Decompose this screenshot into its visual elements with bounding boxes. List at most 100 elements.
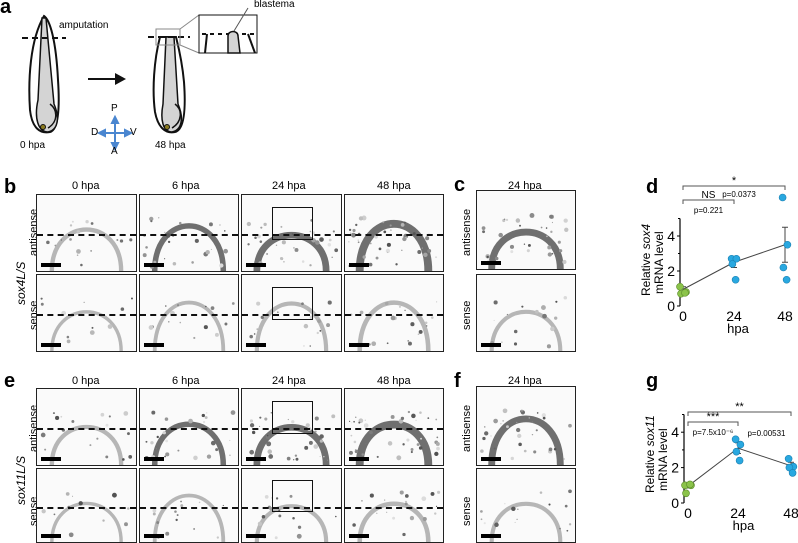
scale-bar bbox=[481, 457, 501, 461]
chart-d-y-tick-label: 2 bbox=[667, 263, 675, 279]
scale-bar bbox=[349, 343, 369, 347]
micrograph-e-sense-1 bbox=[139, 468, 239, 543]
micrograph-e-antisense-0 bbox=[36, 388, 137, 466]
amputation-line bbox=[37, 314, 136, 316]
chart-g-data-point bbox=[682, 489, 690, 498]
chart-g-significance-stars: ** bbox=[735, 401, 744, 413]
micrograph-b-sense-0 bbox=[36, 274, 137, 352]
panel-letter-g: g bbox=[646, 370, 659, 392]
chart-d-data-point bbox=[676, 282, 684, 291]
micrograph-b-sense-3 bbox=[344, 274, 444, 352]
chart-d-x-label: hpa bbox=[727, 321, 749, 336]
chart-d-data-point bbox=[783, 240, 792, 249]
amputation-line bbox=[242, 428, 341, 430]
amputation-line bbox=[37, 507, 136, 509]
chart-g-data-point bbox=[784, 454, 793, 463]
micrograph-c-antisense bbox=[476, 190, 576, 270]
chart-d-y-label: Relative sox4 bbox=[639, 224, 653, 296]
micrograph-e-sense-0 bbox=[36, 468, 137, 543]
amputation-label: amputation bbox=[59, 20, 109, 31]
amputation-line bbox=[242, 314, 341, 316]
f-col: 24 hpa bbox=[508, 375, 542, 387]
chart-d-x-tick-label: 0 bbox=[679, 308, 687, 324]
scale-bar bbox=[144, 263, 164, 267]
micrograph-b-antisense-2 bbox=[241, 194, 342, 272]
amputation-line bbox=[345, 234, 443, 236]
blastema-inset bbox=[198, 7, 258, 54]
scale-bar bbox=[246, 263, 266, 267]
chart-g-data-point bbox=[732, 447, 741, 456]
chart-g-x-label: hpa bbox=[733, 518, 755, 533]
scale-bar bbox=[144, 343, 164, 347]
amputation-line bbox=[345, 314, 443, 316]
e-col-1: 6 hpa bbox=[172, 375, 200, 387]
chart-g-significance-stars: *** bbox=[707, 411, 721, 423]
axis-a: A bbox=[111, 146, 118, 157]
amputation-line bbox=[242, 234, 341, 236]
inset-box bbox=[272, 400, 313, 434]
chart-g-data-point bbox=[788, 469, 797, 477]
chart-d-data-point bbox=[778, 193, 787, 202]
scale-bar bbox=[246, 343, 266, 347]
chart-d-y-tick-label: 4 bbox=[667, 228, 675, 244]
e-col-0: 0 hpa bbox=[72, 375, 100, 387]
stage-48-label: 48 hpa bbox=[155, 140, 186, 151]
b-col-3: 48 hpa bbox=[377, 180, 411, 192]
chart-g-data-point bbox=[731, 435, 740, 444]
amputation-line bbox=[140, 234, 238, 236]
micrograph-e-antisense-1 bbox=[139, 388, 239, 466]
stage-0-label: 0 hpa bbox=[20, 140, 46, 151]
chart-g-x-tick-label: 0 bbox=[684, 505, 692, 521]
micrograph-e-sense-2 bbox=[241, 468, 342, 543]
chart-g-x-tick-label: 24 bbox=[730, 505, 746, 521]
e-col-2: 24 hpa bbox=[272, 375, 306, 387]
panel-letter-a: a bbox=[0, 0, 12, 18]
amputation-line bbox=[140, 507, 238, 509]
chart-d-y-tick-label: 0 bbox=[667, 298, 675, 314]
panel-letter-c: c bbox=[454, 174, 466, 196]
scale-bar bbox=[144, 457, 164, 461]
axis-d: D bbox=[91, 127, 99, 138]
chart-g-p-value: p=7.5x10⁻⁶ bbox=[693, 428, 734, 437]
amputation-line bbox=[37, 234, 136, 236]
amputation-line bbox=[345, 507, 443, 509]
chart-d-significance-bracket bbox=[682, 199, 735, 204]
axis-v: V bbox=[130, 127, 137, 138]
panel-letter-e: e bbox=[4, 370, 16, 392]
inset-box bbox=[272, 206, 313, 240]
chart-d-data-point bbox=[779, 263, 788, 272]
micrograph-f-sense bbox=[476, 468, 576, 543]
micrograph-f-antisense bbox=[476, 386, 576, 466]
amputation-line bbox=[140, 428, 238, 430]
scale-bar bbox=[41, 343, 61, 347]
b-col-1: 6 hpa bbox=[172, 180, 200, 192]
scale-bar bbox=[481, 261, 501, 265]
chart-g-data-point bbox=[735, 456, 744, 465]
e-col-3: 48 hpa bbox=[377, 375, 411, 387]
chart-g-y-tick-label: 2 bbox=[671, 460, 679, 476]
b-col-2: 24 hpa bbox=[272, 180, 306, 192]
panel-letter-d: d bbox=[646, 176, 659, 198]
scale-bar bbox=[41, 534, 61, 538]
schematic-tadpoles bbox=[22, 7, 258, 152]
c-col: 24 hpa bbox=[508, 180, 542, 192]
chart-g-data-point bbox=[736, 440, 745, 449]
micrograph-e-sense-3 bbox=[344, 468, 444, 543]
chart-g-x-tick-label: 48 bbox=[783, 505, 798, 521]
chart-g-significance-bracket bbox=[687, 421, 739, 426]
chart-d-p-value: p=0.0373 bbox=[722, 190, 756, 199]
micrograph-c-sense bbox=[476, 274, 576, 352]
amputation-line bbox=[140, 314, 238, 316]
panel-letter-f: f bbox=[454, 370, 461, 392]
inset-box bbox=[272, 480, 313, 513]
chart-d-data-point bbox=[681, 289, 689, 297]
tadpole-48hpa bbox=[152, 36, 186, 134]
scale-bar bbox=[41, 457, 61, 461]
chart-d-significance-bracket bbox=[682, 185, 786, 190]
panel-letter-b: b bbox=[4, 176, 17, 198]
chart-d-x-tick-label: 48 bbox=[777, 308, 793, 324]
scale-bar bbox=[481, 343, 501, 347]
chart-g-significance-bracket bbox=[687, 411, 792, 416]
blastema-label: blastema bbox=[254, 0, 295, 10]
